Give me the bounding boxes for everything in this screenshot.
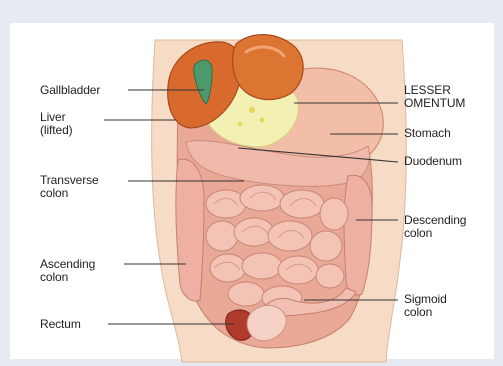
liver-lobe-right <box>233 35 304 100</box>
label-ascending-colon: Ascending colon <box>40 258 95 284</box>
label-duodenum: Duodenum <box>404 155 462 168</box>
label-lesser-omentum: LESSER OMENTUM <box>404 84 465 110</box>
label-stomach: Stomach <box>404 127 451 140</box>
label-liver: Liver (lifted) <box>40 111 73 137</box>
omentum-spot-2 <box>260 118 265 123</box>
label-sigmoid-colon: Sigmoid colon <box>404 293 447 319</box>
label-descending-colon: Descending colon <box>404 214 466 240</box>
label-rectum: Rectum <box>40 318 81 331</box>
label-gallbladder: Gallbladder <box>40 84 100 97</box>
omentum-spot-1 <box>249 107 255 113</box>
omentum-spot-3 <box>238 122 242 126</box>
label-transverse-colon: Transverse colon <box>40 174 99 200</box>
